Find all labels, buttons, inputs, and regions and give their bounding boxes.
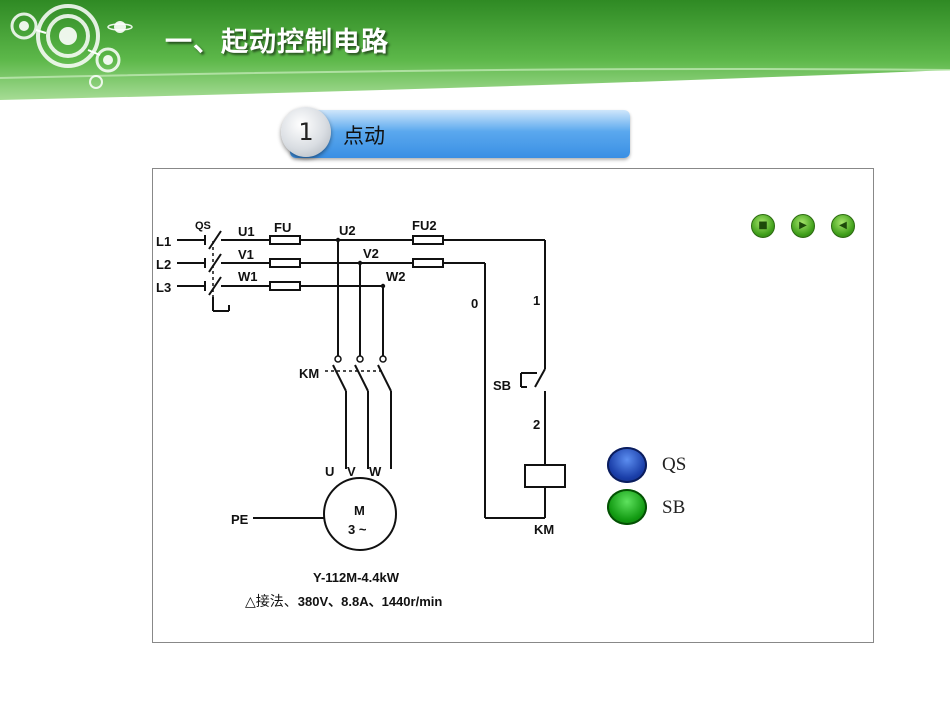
label-node-1: 1 — [533, 293, 541, 308]
section-number: 1 — [281, 107, 331, 157]
label-l1: L1 — [156, 234, 172, 249]
label-v: V — [347, 464, 356, 479]
label-pe: PE — [231, 512, 249, 527]
motor-label: M — [354, 503, 365, 518]
label-w: W — [369, 464, 382, 479]
label-fu2: FU2 — [412, 218, 437, 233]
label-w1: W1 — [238, 269, 258, 284]
label-sb: SB — [493, 378, 512, 393]
play-icon: ▶ — [799, 220, 807, 231]
stop-icon: ■ — [758, 220, 768, 231]
motor-model: Y-112M-4.4kW — [313, 570, 399, 585]
label-u: U — [325, 464, 335, 479]
label-qs: QS — [195, 220, 211, 232]
label-l2: L2 — [156, 257, 172, 272]
header-band: 一、起动控制电路 — [0, 0, 950, 100]
page-title: 一、起动控制电路 — [165, 27, 389, 58]
section-label: 点动 — [343, 124, 385, 148]
label-node-0: 0 — [471, 296, 479, 311]
sb-label: SB — [662, 497, 686, 518]
label-u1: U1 — [238, 224, 255, 239]
label-fu: FU — [274, 220, 292, 235]
logo-circles-icon — [10, 4, 133, 89]
label-v1: V1 — [238, 247, 254, 262]
rewind-icon: ◀ — [839, 220, 847, 231]
qs-button[interactable] — [607, 447, 647, 483]
section-pill — [290, 110, 630, 158]
label-km-coil: KM — [534, 522, 555, 537]
motor-spec: △接法、380V、8.8A、1440r/min — [245, 591, 442, 611]
label-u2: U2 — [339, 223, 356, 238]
rewind-button[interactable]: ◀ — [831, 214, 855, 238]
label-km-contacts: KM — [299, 366, 320, 381]
label-w2: W2 — [386, 269, 406, 284]
motor-spec-prefix: △接法、 — [245, 594, 298, 610]
label-v2: V2 — [363, 246, 379, 261]
motor-spec-values: 380V、8.8A、1440r/min — [297, 594, 443, 609]
header-background — [0, 0, 950, 100]
motor-phase-label: 3 ~ — [348, 522, 367, 537]
play-button[interactable]: ▶ — [791, 214, 815, 238]
qs-label: QS — [662, 454, 687, 475]
stop-button[interactable]: ■ — [751, 214, 775, 238]
circuit-diagram — [177, 230, 566, 551]
circuit-panel: L1 L2 L3 QS U1 V1 W1 FU U2 V2 W2 FU2 0 1… — [152, 168, 874, 643]
label-l3: L3 — [156, 280, 172, 295]
sb-button[interactable] — [607, 489, 647, 525]
label-node-2: 2 — [533, 417, 541, 432]
